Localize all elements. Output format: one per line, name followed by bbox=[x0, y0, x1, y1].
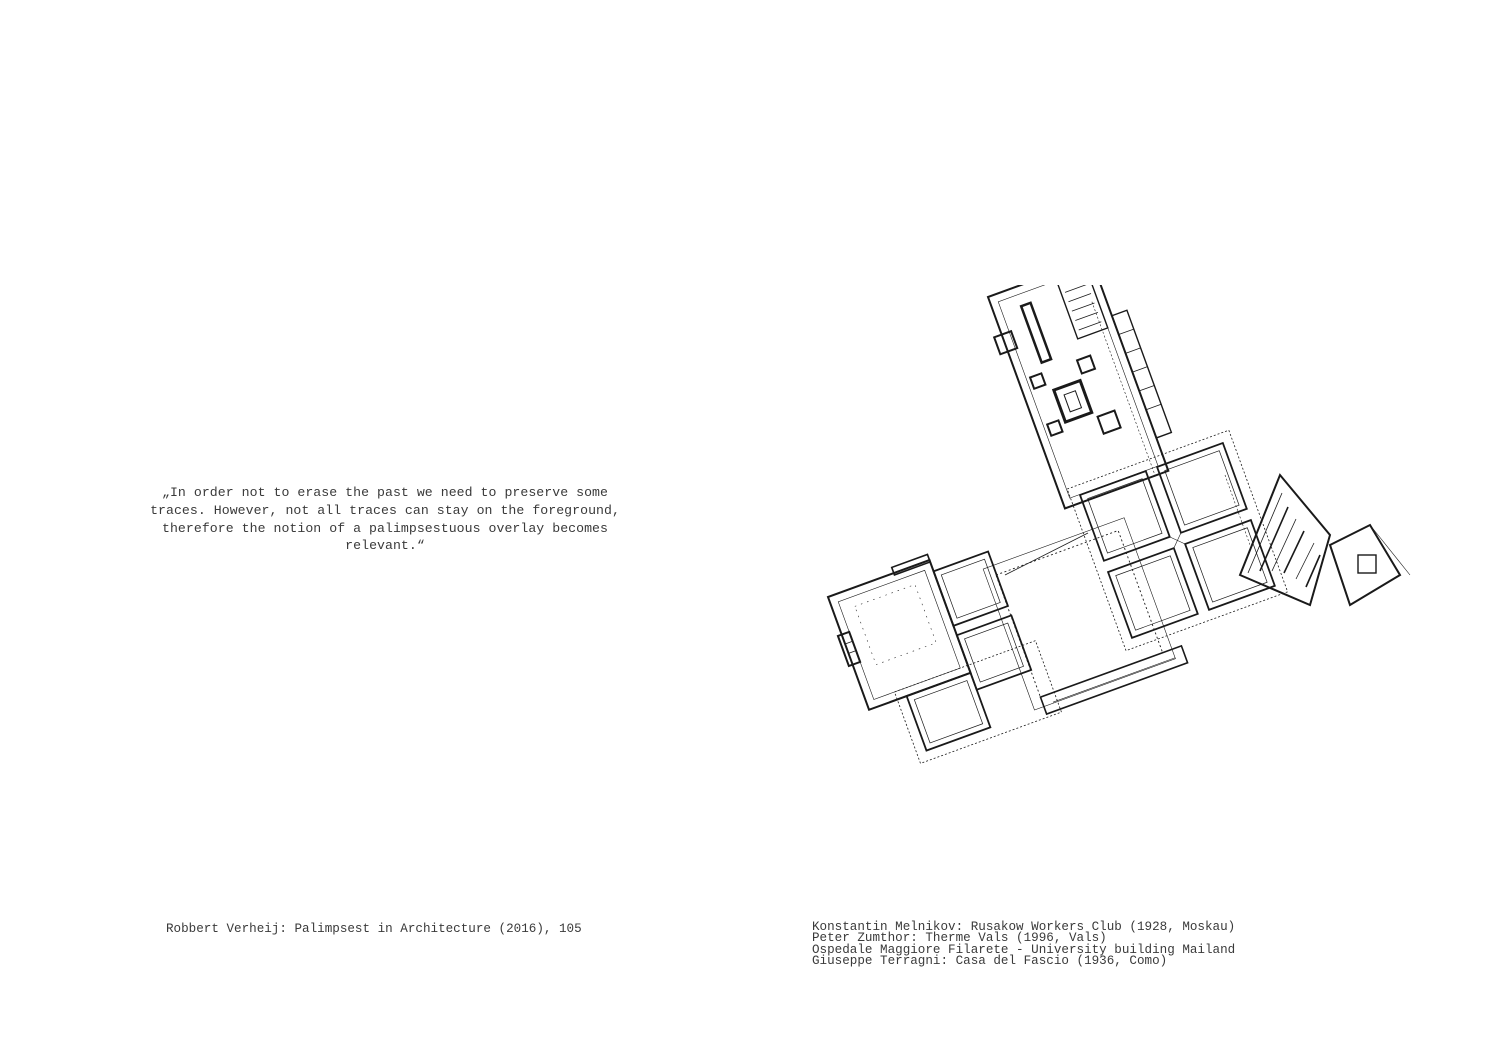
floor-plan-drawing bbox=[826, 285, 1411, 764]
credit-line: Konstantin Melnikov: Rusakow Workers Clu… bbox=[812, 920, 1236, 934]
right-auditorium bbox=[1238, 473, 1411, 607]
lower-left-block bbox=[826, 550, 1062, 764]
quote-citation: Robbert Verheij: Palimpsest in Architect… bbox=[166, 922, 582, 936]
credit-line: Peter Zumthor: Therme Vals (1996, Vals) bbox=[812, 931, 1107, 946]
connector-line bbox=[1004, 532, 1089, 576]
credit-line: Ospedale Maggiore Filarete - University … bbox=[812, 942, 1236, 957]
upper-wing bbox=[986, 285, 1173, 510]
credit-line: Giuseppe Terragni: Casa del Fascio (1936… bbox=[812, 954, 1168, 969]
plan-credits: Konstantin Melnikov: Rusakow Workers Clu… bbox=[812, 920, 1236, 969]
dotted-cloister bbox=[982, 517, 1189, 716]
connector-line bbox=[1224, 474, 1251, 546]
quote-text: „In order not to erase the past we need … bbox=[150, 485, 620, 554]
